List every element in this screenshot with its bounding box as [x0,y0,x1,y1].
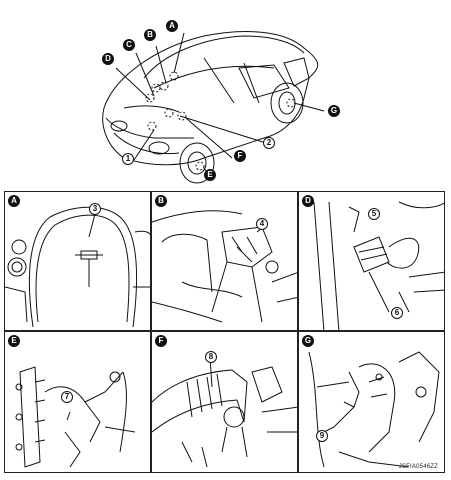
panel-b-label: B [155,195,167,207]
panel-g: G 9 JSFIA0546ZZ [298,331,445,473]
panel-a-drawing [5,206,150,328]
callout-b: B [144,29,156,41]
panel-e: E 7 [4,331,151,473]
callout-c: C [123,39,135,51]
panel-g-label: G [302,335,314,347]
part-9-callout: 9 [316,430,328,442]
car-overview-drawing [102,31,325,184]
panel-f-drawing [152,356,297,468]
callout-2: 2 [263,137,275,149]
panel-b-drawing [152,210,297,323]
panel-a: A 3 [4,191,151,331]
callout-a: A [166,20,178,32]
panel-g-drawing [308,351,440,468]
callout-1: 1 [122,153,134,165]
part-7-callout: 7 [61,391,73,403]
callout-d: D [102,53,114,65]
callout-f: F [234,150,246,162]
part-6-callout: 6 [391,307,403,319]
part-4-callout: 4 [256,218,268,230]
panel-f-label: F [155,335,167,347]
part-5-callout: 5 [368,208,380,220]
part-8-callout: 8 [205,351,217,363]
panel-f: F 8 [151,331,298,473]
overview-panel: A B C D G 2 F 1 E [4,8,445,191]
callout-g: G [328,105,340,117]
panel-d-drawing [313,201,444,330]
figure-code: JSFIA0546ZZ [398,464,438,470]
panel-e-drawing [15,366,136,468]
panel-d: D 5 6 [298,191,445,331]
part-3-callout: 3 [89,203,101,215]
panel-b: B 4 [151,191,298,331]
panel-a-label: A [8,195,20,207]
callout-e: E [204,169,216,181]
panel-d-label: D [302,195,314,207]
panel-e-label: E [8,335,20,347]
